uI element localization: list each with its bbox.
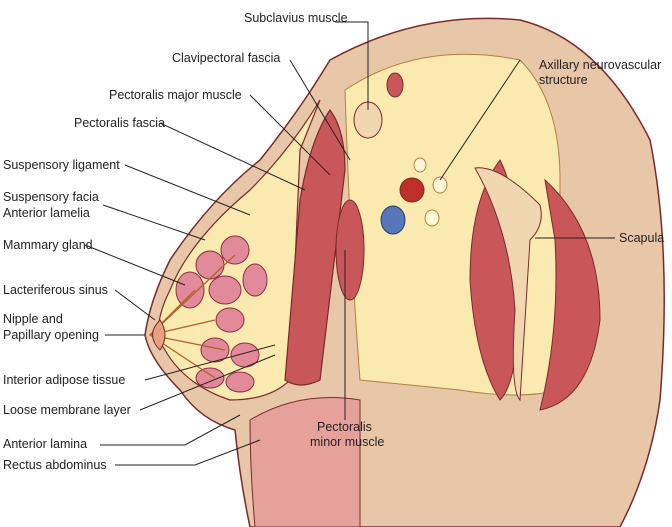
label-anterior-lamelia: Anterior lamelia	[3, 206, 90, 220]
clavicle-muscle	[386, 72, 404, 98]
label-axillary-neurovascular: Axillary neurovascular	[539, 58, 662, 72]
label-mammary-gland: Mammary gland	[3, 238, 93, 252]
label-loose-membrane-layer: Loose membrane layer	[3, 403, 131, 417]
scapula	[474, 167, 542, 402]
label-pectoralis-fascia: Pectoralis fascia	[74, 116, 166, 130]
label-lacteriferous-sinus: Lacteriferous sinus	[3, 283, 108, 297]
label-papillary-opening: Papillary opening	[3, 328, 99, 342]
label-suspensory-ligament: Suspensory ligament	[3, 158, 120, 172]
nipple	[152, 319, 166, 351]
label-nipple: Nipple and	[3, 312, 63, 326]
label-suspensory-facia: Suspensory facia	[3, 190, 99, 204]
rectus-abdominus	[249, 397, 361, 527]
vein	[380, 205, 406, 235]
pectoralis-major	[284, 108, 346, 386]
label-scapula: Scapula	[619, 231, 665, 245]
label-minor-muscle: minor muscle	[310, 435, 385, 449]
leader-lines	[84, 21, 615, 466]
label-subclavius-muscle: Subclavius muscle	[244, 11, 348, 25]
label-pectoralis-major-muscle: Pectoralis major muscle	[109, 88, 242, 102]
label-anterior-lamina: Anterior lamina	[3, 437, 88, 451]
pectoralis-minor	[335, 199, 365, 301]
label-clavipectoral-fascia: Clavipectoral fascia	[172, 51, 281, 65]
label-structure: structure	[539, 73, 588, 87]
label-rectus-abdominus: Rectus abdominus	[3, 458, 107, 472]
label-pectoralis: Pectoralis	[317, 420, 372, 434]
label-interior-adipose-tissue: Interior adipose tissue	[3, 373, 126, 387]
artery	[399, 177, 425, 203]
mammary-gland-lobules	[175, 235, 268, 393]
nerves	[413, 157, 448, 227]
